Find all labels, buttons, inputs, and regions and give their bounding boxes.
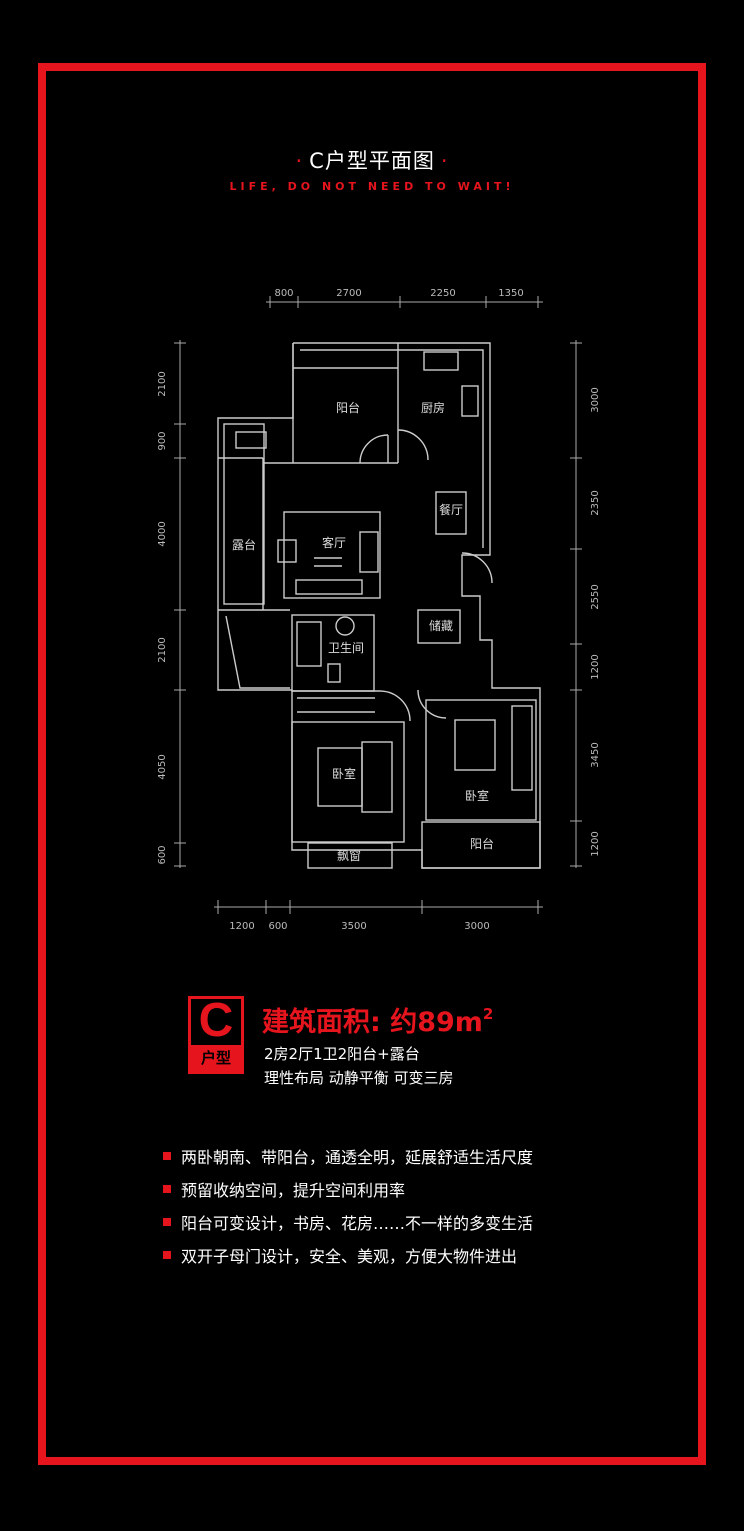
dim-bottom-4: 3000	[464, 921, 489, 932]
room-bay-window: 飘窗	[337, 849, 361, 863]
type-badge: C 户型	[188, 994, 244, 1074]
dim-left-2: 900	[157, 431, 168, 450]
room-balcony-top: 阳台	[336, 400, 360, 415]
dim-left-6: 600	[157, 845, 168, 864]
dim-top-3: 2250	[430, 288, 455, 299]
badge-subtitle: 户型	[191, 1045, 241, 1071]
room-dining: 餐厅	[439, 502, 463, 517]
area-heading: 建筑面积: 约89m2	[262, 1000, 493, 1039]
dim-right-3: 2550	[590, 584, 601, 609]
dim-right-6: 1200	[590, 831, 601, 856]
room-storage: 储藏	[429, 618, 453, 633]
dim-right-1: 3000	[590, 387, 601, 412]
feature-text: 双开子母门设计，安全、美观，方便大物件进出	[181, 1246, 518, 1266]
dim-right-4: 1200	[590, 654, 601, 679]
badge-letter: C	[198, 994, 234, 1047]
room-bathroom: 卫生间	[328, 641, 364, 655]
feature-item: 两卧朝南、带阳台，通透全明，延展舒适生活尺度	[163, 1139, 533, 1172]
dim-top-2: 2700	[336, 288, 361, 299]
layout-description: 理性布局 动静平衡 可变三房	[264, 1069, 454, 1087]
dim-left-5: 4050	[157, 754, 168, 779]
dimension-lines	[174, 296, 582, 914]
room-bedroom-1: 卧室	[332, 766, 356, 781]
feature-list: 两卧朝南、带阳台，通透全明，延展舒适生活尺度 预留收纳空间，提升空间利用率 阳台…	[163, 1139, 533, 1271]
room-balcony-bottom: 阳台	[470, 836, 494, 851]
dim-right-5: 3450	[590, 742, 601, 767]
dim-bottom-1: 1200	[229, 921, 254, 932]
dim-top-4: 1350	[498, 288, 523, 299]
bullet-square-icon	[163, 1250, 171, 1259]
red-frame	[38, 63, 706, 1465]
area-label: 建筑面积: 约89m	[262, 1007, 483, 1038]
room-living: 客厅	[322, 535, 346, 550]
area-superscript: 2	[482, 1005, 494, 1023]
dimension-labels: 800 2700 2250 1350 1200 600 3500 3000 21…	[157, 288, 601, 932]
floor-plan: 800 2700 2250 1350 1200 600 3500 3000 21…	[157, 288, 601, 932]
dim-top-1: 800	[274, 288, 293, 299]
feature-item: 预留收纳空间，提升空间利用率	[163, 1172, 533, 1205]
bullet-square-icon	[163, 1184, 171, 1193]
bullet-square-icon	[163, 1217, 171, 1226]
feature-item: 双开子母门设计，安全、美观，方便大物件进出	[163, 1238, 533, 1271]
room-bedroom-2: 卧室	[465, 788, 489, 803]
feature-item: 阳台可变设计，书房、花房……不一样的多变生活	[163, 1205, 533, 1238]
feature-text: 阳台可变设计，书房、花房……不一样的多变生活	[181, 1213, 534, 1233]
slogan: LIFE, DO NOT NEED TO WAIT!	[229, 180, 515, 193]
dim-right-2: 2350	[590, 490, 601, 515]
walls	[217, 342, 541, 869]
dim-left-1: 2100	[157, 371, 168, 396]
bullet-square-icon	[163, 1151, 171, 1160]
dim-bottom-3: 3500	[341, 921, 366, 932]
dim-left-3: 4000	[157, 521, 168, 546]
dim-bottom-2: 600	[268, 921, 287, 932]
room-kitchen: 厨房	[421, 400, 445, 415]
feature-text: 两卧朝南、带阳台，通透全明，延展舒适生活尺度	[181, 1147, 534, 1167]
feature-text: 预留收纳空间，提升空间利用率	[181, 1180, 406, 1200]
dim-left-4: 2100	[157, 637, 168, 662]
layout-summary: 2房2厅1卫2阳台+露台	[264, 1045, 420, 1063]
room-terrace: 露台	[232, 537, 256, 552]
room-labels: 阳台 厨房 餐厅 露台 客厅 卫生间 储藏 卧室 卧室 飘窗 阳台	[232, 400, 494, 863]
plan-title: ·C户型平面图·	[295, 149, 449, 173]
